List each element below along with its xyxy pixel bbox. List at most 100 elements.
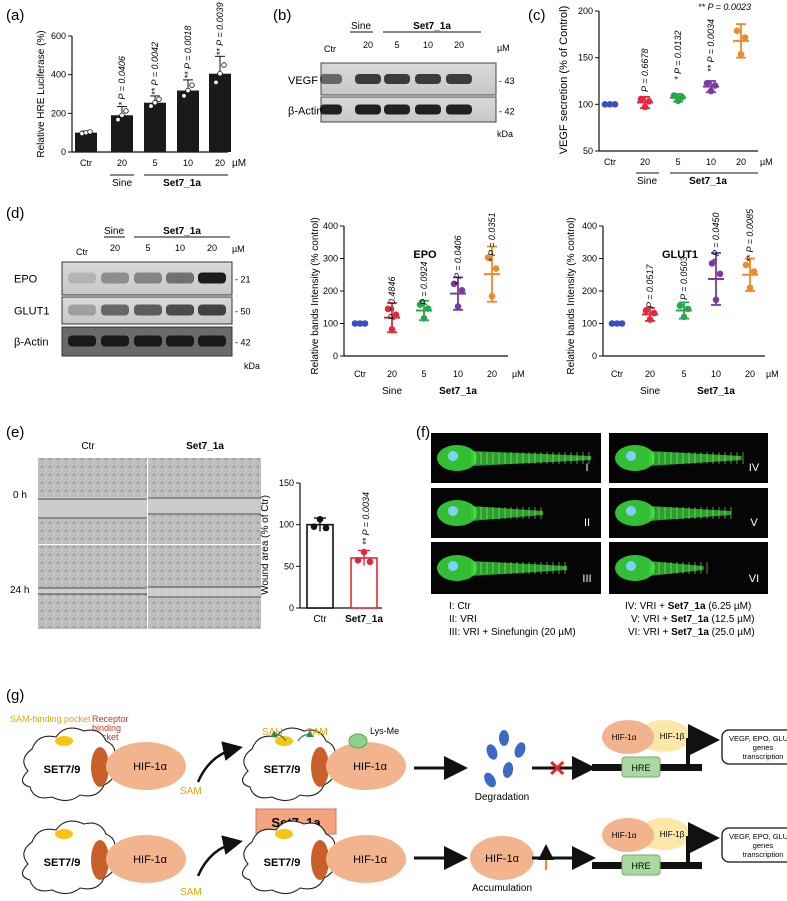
panel-label-f: (f) [416, 424, 430, 441]
panel-c-point-3-0 [703, 79, 711, 87]
panel-c-point-0-2 [611, 101, 619, 108]
hre-box-0 [621, 756, 661, 778]
panel-c-point-3-2 [711, 82, 719, 89]
fish-eye-4 [448, 561, 458, 571]
panel-d-epo-ytick-label-1: 100 [323, 319, 338, 329]
panel-label-a: (a) [6, 7, 24, 24]
sam-pocket-0 [55, 736, 73, 746]
panel-c-ytick-label-1: 100 [578, 99, 593, 109]
panel-a-xtick-label-3: 10 [183, 158, 193, 168]
fish-body-4 [471, 561, 567, 576]
panel-e-point-1-1 [360, 548, 368, 556]
panel-a-chart: Relative HRE Luciferase (%) µM Sine Set7… [36, 2, 246, 189]
panel-d-glut1-pval-3: ** P = 0.0085 [745, 208, 755, 262]
sam-label-top: SAM [306, 727, 328, 738]
panel-d-band-2-1 [101, 335, 129, 347]
panel-d-epo-ytick-label-2: 200 [323, 286, 338, 296]
panel-c-xtick-label-3: 10 [706, 157, 716, 167]
panel-d-epo-point-1-0 [384, 305, 392, 313]
panel-a-point-3-1 [185, 87, 191, 94]
panel-b-band-0-2 [384, 74, 410, 84]
panel-c-point-0-0 [601, 101, 609, 108]
panel-e-point-0-2 [322, 524, 330, 532]
genes-box-0 [721, 729, 787, 765]
receptor-pocket-0 [91, 747, 109, 787]
sam-pocket-label: SAM-binding pocket [10, 714, 91, 724]
genes-line3-0: transcription [743, 752, 784, 761]
receptor-pocket-1 [311, 747, 329, 787]
panel-d-epo-title: EPO [413, 249, 437, 261]
panel-d-epo-point-0-1 [356, 320, 364, 327]
panel-b-mw-0: - 43 [499, 76, 515, 86]
panel-d-glut1-point-2-2 [684, 305, 692, 313]
fish-roman-4: III [582, 573, 591, 585]
panel-d-glut1-pval-1: P = 0.0503 [679, 257, 689, 300]
panel-f-legend-right-id-1: V: VRI + [631, 614, 671, 625]
panel-e-point-0-0 [310, 523, 318, 530]
panel-d-glut1-xtick-label-4: 20 [745, 369, 755, 379]
set79-label-3: SET7/9 [264, 857, 301, 869]
panel-d-glut1-chart: GLUT1 Relative bands Intensity (% contro… [566, 208, 779, 397]
panel-d-band-0-0 [68, 272, 96, 284]
panel-c-point-4-1 [737, 51, 745, 58]
panel-f-legend-right-conc-0: (6.25 µM) [706, 601, 752, 612]
panel-d-glut1-point-2-1 [680, 313, 688, 321]
panel-e: Ctr Set7_1a 0 h 24 h Wound area (% of Ct… [10, 441, 383, 629]
panel-b-unit: µM [497, 43, 510, 53]
panel-c-point-0-1 [606, 101, 614, 108]
genes-line2-1: genes [753, 841, 774, 850]
panel-f-legend-left-1: II: VRI [449, 614, 477, 625]
panel-d-epo-xtick-label-4: 20 [487, 369, 497, 379]
panel-d-lane-4: 20 [207, 243, 217, 253]
panel-e-point-1-0 [354, 556, 362, 564]
fish-eye-0 [448, 451, 458, 461]
panel-c-group2: Set7_1a [689, 176, 727, 187]
panel-d-epo-point-2-2 [424, 305, 432, 312]
panel-e-xtick-label-1: Set7_1a [345, 614, 383, 625]
panel-f-legend-right-id-2: VI: VRI + [628, 627, 671, 638]
panel-d-band-label-2: β-Actin [14, 337, 48, 349]
panel-a-bar-4 [209, 73, 231, 152]
set79-label-2: SET7/9 [44, 857, 81, 869]
panel-a-pval-0: * P = 0.0406 [117, 56, 127, 105]
sam-label-1: SAM [180, 786, 202, 797]
panel-d-epo-point-0-0 [351, 320, 359, 327]
panel-e-ytick-label-1: 50 [284, 561, 294, 571]
panel-d-band-label-0: EPO [14, 274, 38, 286]
sah-arrow [269, 730, 287, 742]
panel-b-mw-1: - 42 [499, 107, 515, 117]
panel-b-group1: Sine [351, 21, 371, 32]
panel-d-glut1-ylabel: Relative bands Intensity (% control) [566, 217, 577, 374]
panel-a-point-1-1 [119, 112, 125, 118]
panel-d-epo-group2: Set7_1a [439, 386, 477, 397]
panel-d-mw-2: - 42 [235, 338, 251, 348]
panel-d-lane-3: 10 [175, 243, 185, 253]
panel-b-lane-0: Ctr [324, 44, 336, 54]
sam-pocket-2 [55, 829, 73, 839]
panel-d-epo-point-0-2 [361, 320, 369, 327]
panel-b-band-1-4 [446, 104, 472, 115]
panel-d-epo-ytick-label-4: 400 [323, 221, 338, 231]
panel-d-epo-group1: Sine [382, 386, 402, 397]
genes-line2-0: genes [753, 743, 774, 752]
hif1a-label-0: HIF-1α [133, 761, 168, 773]
fish-body-3 [649, 506, 731, 521]
panel-b-band-1-1 [355, 104, 381, 115]
panel-d-glut1-ytick-label-4: 400 [582, 221, 597, 231]
hif1a-label-3: HIF-1α [353, 854, 388, 866]
panel-c-point-1-1 [641, 103, 649, 111]
panel-d-glut1-ytick-label-1: 100 [582, 319, 597, 329]
panel-d-unit: µM [232, 244, 245, 254]
panel-a-point-4-1 [217, 70, 223, 77]
panel-a-ytick-label-1: 200 [51, 108, 66, 118]
panel-f-legend-left-0: I: Ctr [449, 601, 471, 612]
panel-d-lane-0: Ctr [76, 247, 88, 257]
panel-d-band-0-4 [198, 272, 226, 284]
panel-a-xtick-label-4: 20 [215, 158, 225, 168]
panel-d-glut1-point-1-1 [646, 316, 654, 323]
panel-d-epo-chart: EPO Relative bands Intensity (% control)… [310, 213, 525, 397]
panel-d-glut1-point-3-0 [708, 260, 716, 267]
panel-b-band-1-0 [320, 104, 342, 115]
panel-a-xtick-label-0: Ctr [80, 158, 92, 168]
